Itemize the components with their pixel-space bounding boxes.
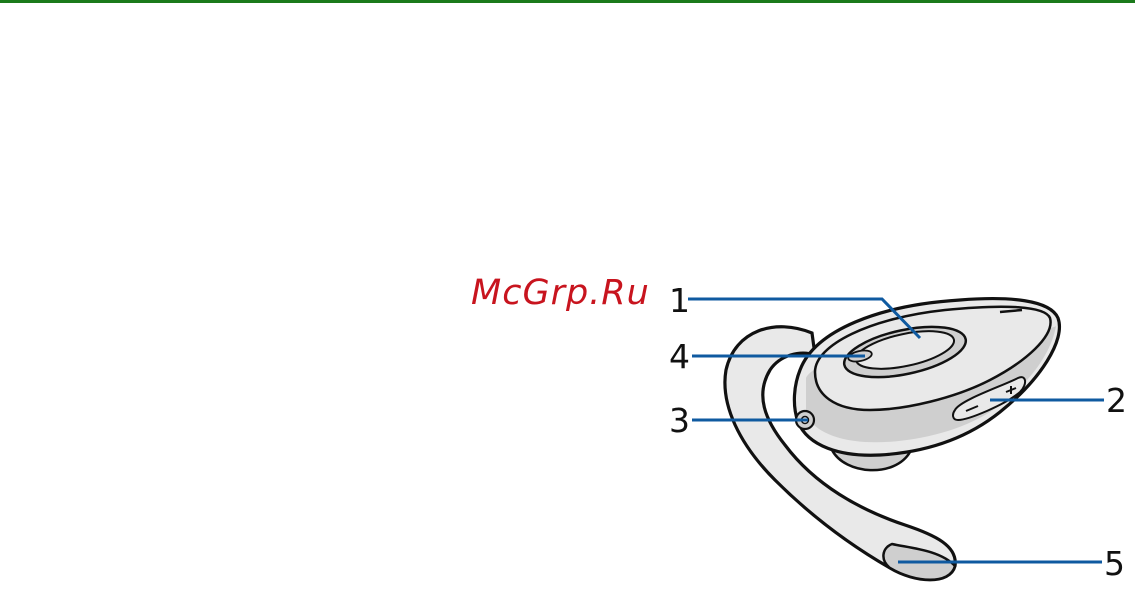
callout-label-3: 3: [669, 401, 690, 440]
callout-label-4: 4: [669, 337, 690, 376]
callout-label-1: 1: [669, 281, 690, 320]
callout-label-5: 5: [1104, 544, 1125, 583]
callout-label-2: 2: [1106, 381, 1127, 420]
